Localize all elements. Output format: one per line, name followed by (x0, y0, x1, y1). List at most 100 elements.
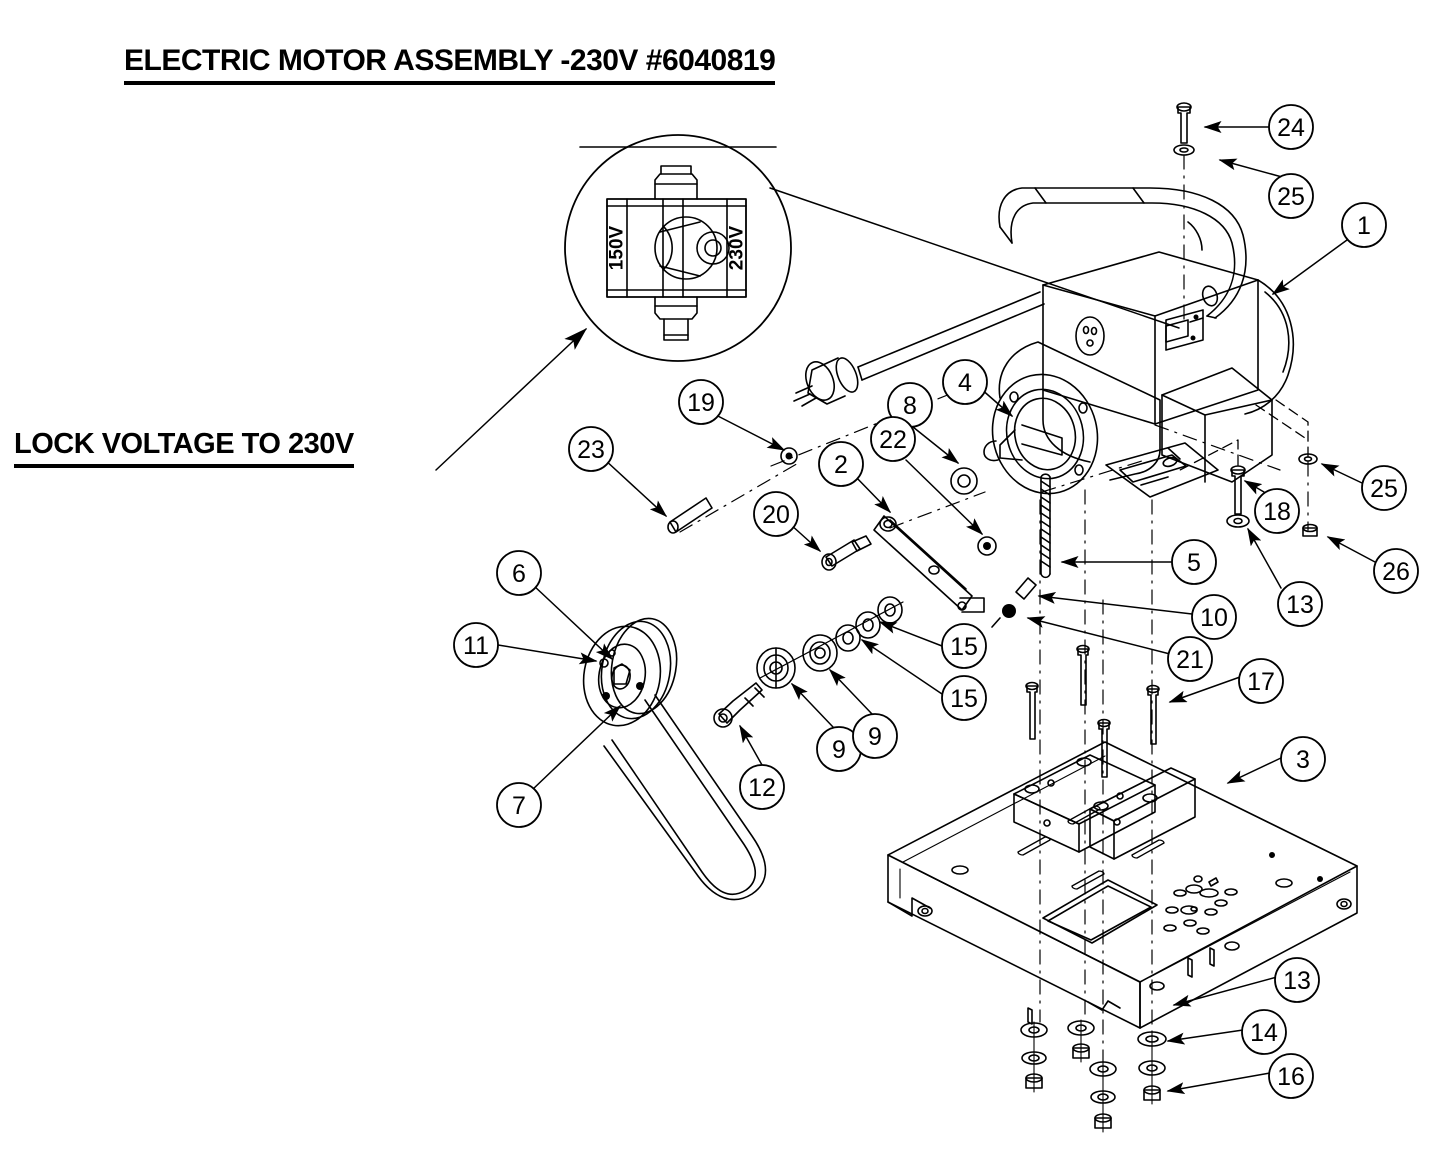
callout-label: 3 (1296, 746, 1310, 774)
callout-circle (496, 550, 542, 596)
callout-19[interactable]: 19 (678, 379, 724, 425)
callout-label: 19 (687, 389, 715, 417)
fastener-10-21 (991, 577, 1037, 628)
callout-label: 15 (950, 633, 978, 661)
callout-20[interactable]: 20 (753, 491, 799, 537)
callout-9[interactable]: 9 (852, 713, 898, 759)
callout-circle (1268, 104, 1314, 150)
callout-25[interactable]: 25 (1361, 465, 1407, 511)
callout-label: 22 (879, 426, 907, 454)
motor-handle (998, 187, 1247, 319)
callout-circle (870, 416, 916, 462)
callout-circle (1361, 465, 1407, 511)
callout-label: 8 (903, 392, 917, 420)
callout-25[interactable]: 25 (1268, 173, 1314, 219)
callout-label: 5 (1187, 549, 1201, 577)
callout-13[interactable]: 13 (1277, 581, 1323, 627)
callout-circle (678, 379, 724, 425)
base-plate (887, 741, 1358, 1029)
callout-circle (739, 764, 785, 810)
page-title: ELECTRIC MOTOR ASSEMBLY -230V #6040819 (124, 44, 776, 85)
callout-4[interactable]: 4 (942, 359, 988, 405)
callout-label: 21 (1176, 646, 1204, 674)
callout-label: 2 (834, 451, 848, 479)
lock-voltage-leader (435, 327, 588, 471)
callout-1[interactable]: 1 (1341, 202, 1387, 248)
pulley-and-belt (582, 617, 767, 901)
fastener-22 (977, 536, 997, 556)
callout-12[interactable]: 12 (739, 764, 785, 810)
callout-label: 13 (1286, 591, 1314, 619)
callout-11[interactable]: 11 (453, 622, 499, 668)
callout-label: 15 (950, 685, 978, 713)
fastener-8 (950, 467, 978, 495)
callout-circle (1277, 581, 1323, 627)
callout-circle (942, 359, 988, 405)
callout-label: 25 (1277, 183, 1305, 211)
callout-circle (1268, 1053, 1314, 1099)
callout-3[interactable]: 3 (1280, 736, 1326, 782)
lock-voltage-note-text: LOCK VOLTAGE TO 230V (14, 428, 354, 468)
centerlines (679, 154, 1309, 1063)
fastener-20 (821, 535, 872, 571)
callout-label: 20 (762, 501, 790, 529)
callout-circle (1254, 488, 1300, 534)
callout-13[interactable]: 13 (1274, 957, 1320, 1003)
callout-circle (753, 491, 799, 537)
callout-16[interactable]: 16 (1268, 1053, 1314, 1099)
callout-10[interactable]: 10 (1191, 594, 1237, 640)
callout-18[interactable]: 18 (1254, 488, 1300, 534)
callout-circle (453, 622, 499, 668)
fastener-23 (667, 497, 713, 534)
callout-circle (1373, 548, 1419, 594)
callout-17[interactable]: 17 (1238, 658, 1284, 704)
callout-label: 18 (1263, 498, 1291, 526)
callout-label: 10 (1200, 604, 1228, 632)
dashed-guides (1179, 399, 1309, 471)
callout-24[interactable]: 24 (1268, 104, 1314, 150)
callout-5[interactable]: 5 (1171, 539, 1217, 585)
callout-circle (1238, 658, 1284, 704)
callout-15[interactable]: 15 (941, 623, 987, 669)
callout-circle (1171, 539, 1217, 585)
detail-voltage-labels: 150V 230V (607, 225, 748, 270)
callout-label: 6 (512, 560, 526, 588)
callout-circle (1167, 636, 1213, 682)
callout-26[interactable]: 26 (1373, 548, 1419, 594)
callout-circle (1241, 1009, 1287, 1055)
callout-circle (941, 623, 987, 669)
callout-circle (941, 675, 987, 721)
callout-label: 14 (1250, 1019, 1278, 1047)
label-150v: 150V (607, 225, 628, 270)
label-230v: 230V (727, 225, 748, 270)
callout-circle (1280, 736, 1326, 782)
callout-circle (852, 713, 898, 759)
callout-label: 26 (1382, 558, 1410, 586)
callout-7[interactable]: 7 (496, 782, 542, 828)
callout-22[interactable]: 22 (870, 416, 916, 462)
callout-circle (818, 441, 864, 487)
lower-hardware (1020, 1019, 1167, 1133)
page-title-text: ELECTRIC MOTOR ASSEMBLY -230V #6040819 (124, 44, 776, 85)
fastener-26 (1302, 523, 1318, 537)
callout-21[interactable]: 21 (1167, 636, 1213, 682)
linkage-bar (873, 515, 985, 613)
detail-leader-line (769, 187, 1180, 329)
callout-2[interactable]: 2 (818, 441, 864, 487)
callout-23[interactable]: 23 (568, 426, 614, 472)
callout-15[interactable]: 15 (941, 675, 987, 721)
fastener-18-13 (1226, 465, 1250, 528)
callout-14[interactable]: 14 (1241, 1009, 1287, 1055)
callout-label: 1 (1357, 212, 1371, 240)
leader-lines (497, 121, 1376, 1095)
callout-label: 25 (1370, 475, 1398, 503)
callout-circle (1274, 957, 1320, 1003)
callout-6[interactable]: 6 (496, 550, 542, 596)
shoulder-bolt (713, 682, 765, 728)
callout-label: 12 (748, 774, 776, 802)
fastener-24 (1176, 102, 1192, 144)
callout-label: 24 (1277, 114, 1305, 142)
